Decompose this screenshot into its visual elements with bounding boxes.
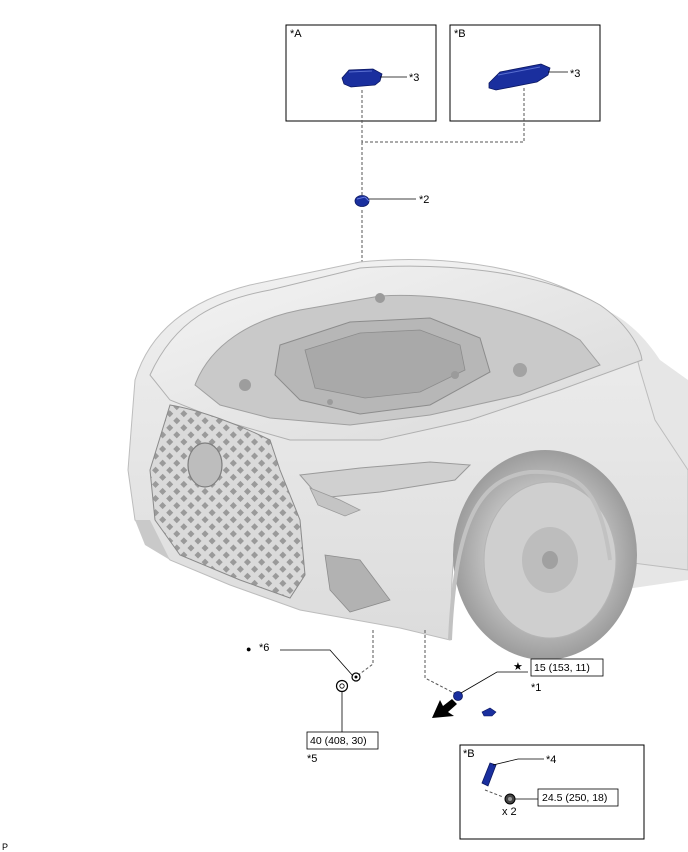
callout-4: *4	[546, 754, 556, 766]
inset-box-b: *B *3	[449, 24, 601, 122]
vehicle-front-illustration	[127, 259, 688, 660]
torque-box-1: 15 (153, 11)	[530, 658, 604, 677]
torque-4-value: 24.5 (250, 18)	[542, 792, 607, 804]
inset-a-part-label: *3	[409, 72, 419, 84]
callout-1: *1	[531, 682, 541, 694]
quantity-label: x 2	[502, 806, 517, 818]
inset-a-label: *A	[290, 28, 302, 40]
horn-bracket-icon	[481, 707, 497, 717]
torque-1-value: 15 (153, 11)	[534, 662, 590, 674]
inset-box-a: *A *3	[285, 24, 437, 122]
dot-symbol: ●	[246, 644, 251, 654]
nut-part-5-icon	[335, 679, 349, 693]
nut-part-4-icon	[504, 793, 516, 805]
torque-box-5: 40 (408, 30)	[306, 731, 379, 750]
inset-b-part-label: *3	[570, 68, 580, 80]
corner-mark: P	[2, 842, 8, 852]
inset-b-label: *B	[454, 28, 466, 40]
torque-5-value: 40 (408, 30)	[310, 735, 367, 747]
bolt-part-6-icon	[351, 672, 361, 682]
horn-part-2-icon	[354, 195, 370, 207]
horn-part-4-icon	[481, 762, 497, 787]
star-symbol: ★	[513, 661, 523, 673]
callout-5: *5	[307, 753, 317, 765]
detail-box-b: *B *4 24.5 (250, 18) x 2	[459, 744, 645, 840]
callout-2: *2	[419, 194, 429, 206]
detail-b-label: *B	[463, 748, 475, 760]
callout-6: *6	[259, 642, 269, 654]
direction-arrow-icon	[432, 699, 457, 718]
bolt-part-1-icon	[453, 691, 463, 701]
relay-cover-b-icon	[488, 63, 551, 91]
relay-cover-a-icon	[341, 68, 383, 88]
lower-connector-lines	[356, 630, 504, 798]
